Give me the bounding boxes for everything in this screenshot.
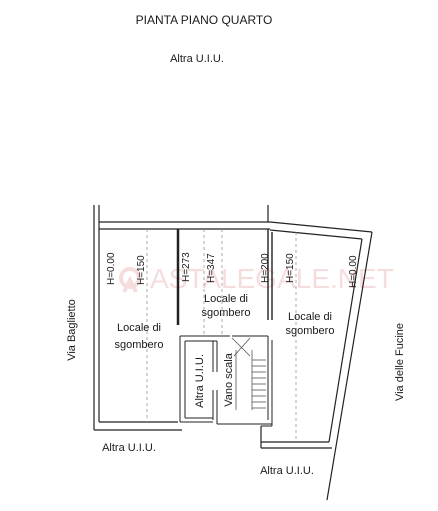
neighbor-top-label: Altra U.I.U. bbox=[170, 53, 224, 65]
watermark-logo-icon bbox=[119, 267, 141, 293]
height-label-6: H=150 bbox=[285, 253, 296, 283]
room-middle-label-line1: Locale di bbox=[204, 293, 248, 305]
plan-title: PIANTA PIANO QUARTO bbox=[136, 13, 273, 27]
room-left-label-line1: Locale di bbox=[117, 322, 161, 334]
room-middle-label-line2: sgombero bbox=[202, 307, 251, 319]
street-left-label: Via Baglietto bbox=[66, 299, 78, 361]
height-label-4: H=347 bbox=[206, 253, 217, 283]
neighbor-bottom-left-label: Altra U.I.U. bbox=[102, 442, 156, 454]
stair bbox=[231, 337, 266, 410]
height-label-5: H=200 bbox=[260, 253, 271, 283]
neighbor-bottom-right-label: Altra U.I.U. bbox=[260, 465, 314, 477]
room-left-label-line2: sgombero bbox=[115, 339, 164, 351]
outer-walls bbox=[93, 205, 373, 501]
room-right-label-line1: Locale di bbox=[288, 311, 332, 323]
height-label-3: H=273 bbox=[181, 252, 192, 282]
street-right-label: Via delle Fucine bbox=[394, 323, 406, 401]
height-section-lines bbox=[146, 229, 297, 442]
height-label-7: H=0.00 bbox=[348, 255, 359, 288]
height-label-2: H=150 bbox=[136, 255, 147, 285]
interior-walls bbox=[176, 229, 273, 427]
inner-neighbor-label: Altra U.I.U. bbox=[194, 354, 206, 408]
room-right-label-line2: sgombero bbox=[286, 325, 335, 337]
stair-label: Vano scala bbox=[223, 352, 235, 406]
height-label-1: H=0.00 bbox=[106, 252, 117, 285]
